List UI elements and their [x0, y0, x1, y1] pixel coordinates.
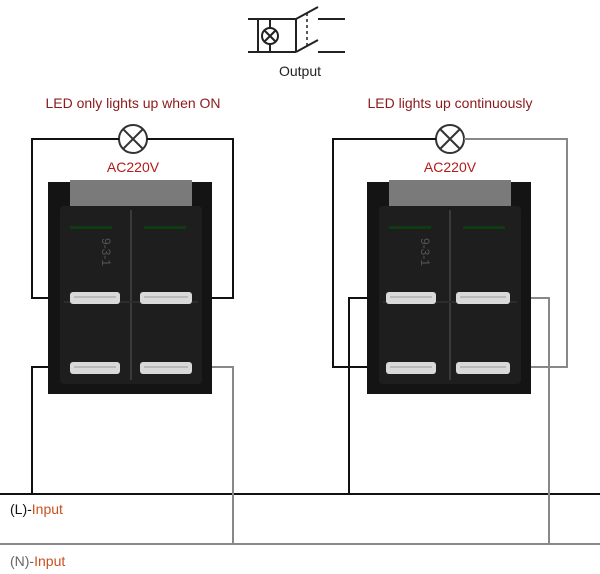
right-panel-title: LED lights up continuously: [368, 95, 533, 111]
right-lamp-label: AC220V: [424, 159, 477, 175]
right-switch-marking: 9-3-1: [418, 238, 432, 266]
symbol-caption: Output: [279, 63, 321, 79]
n-input-label: (N)-Input: [10, 553, 65, 569]
right-terminal-4: [456, 362, 510, 374]
l-input-label: (L)-Input: [10, 501, 63, 517]
l-input-prefix: (L)-: [10, 501, 32, 517]
left-terminal-3: [70, 362, 120, 374]
switch-symbol-icon: [248, 6, 345, 53]
left-lamp-icon: [118, 124, 148, 154]
n-input-name: Input: [34, 553, 65, 569]
left-lamp-label: AC220V: [107, 159, 160, 175]
n-input-prefix: (N)-: [10, 553, 34, 569]
right-terminal-2: [456, 292, 510, 304]
left-panel-title: LED only lights up when ON: [45, 95, 220, 111]
right-lamp-icon: [435, 124, 465, 154]
left-terminal-4: [140, 362, 192, 374]
left-terminal-1: [70, 292, 120, 304]
right-terminal-3: [386, 362, 436, 374]
left-switch-marking: 9-3-1: [99, 238, 113, 266]
left-terminal-2: [140, 292, 192, 304]
left-switch: 9-3-1: [48, 180, 212, 394]
right-switch: 9-3-1: [367, 180, 531, 394]
right-terminal-1: [386, 292, 436, 304]
l-input-name: Input: [32, 501, 63, 517]
